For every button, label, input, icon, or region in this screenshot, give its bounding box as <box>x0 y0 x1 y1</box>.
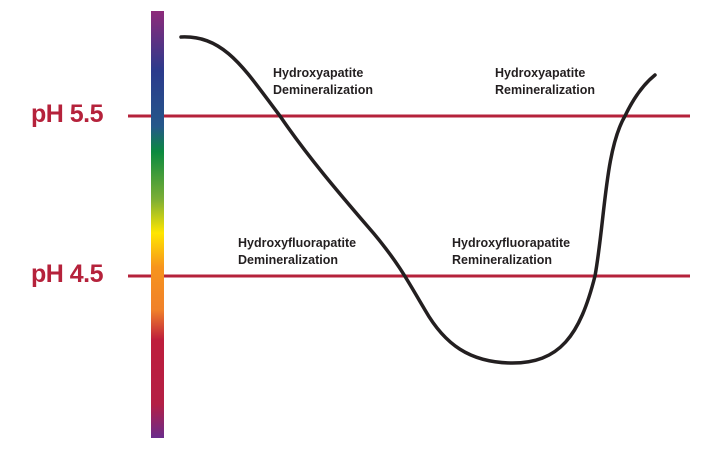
label-line: Demineralization <box>238 253 339 267</box>
ph-color-scale-bar <box>151 11 164 438</box>
label-line: Hydroxyfluorapatite <box>238 236 357 250</box>
ph-curve <box>179 35 657 365</box>
hydroxyapatite-demineralization-label: Hydroxyapatite Demineralization <box>273 65 373 99</box>
ph-4-5-label: pH 4.5 <box>31 260 104 288</box>
hydroxyfluorapatite-demineralization-label: Hydroxyfluorapatite Demineralization <box>238 235 356 269</box>
hydroxyfluorapatite-remineralization-label: Hydroxyfluorapatite Remineralization <box>452 235 570 269</box>
label-line: Hydroxyapatite <box>495 66 586 80</box>
label-line: Remineralization <box>495 83 596 97</box>
label-line: Demineralization <box>273 83 374 97</box>
ph-5-5-label: pH 5.5 <box>31 100 104 128</box>
label-line: Remineralization <box>452 253 553 267</box>
label-line: Hydroxyfluorapatite <box>452 236 571 250</box>
label-line: Hydroxyapatite <box>273 66 364 80</box>
hydroxyapatite-remineralization-label: Hydroxyapatite Remineralization <box>495 65 595 99</box>
